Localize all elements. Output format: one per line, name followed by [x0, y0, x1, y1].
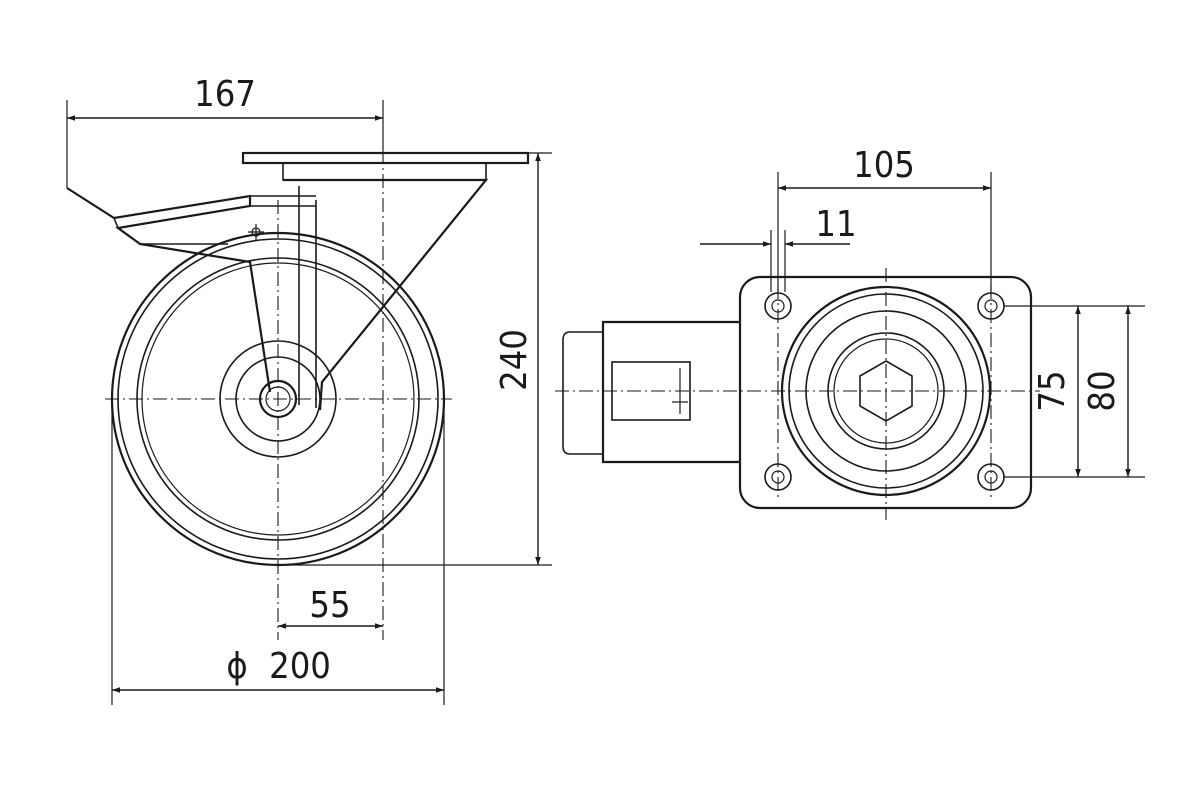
side-view: 167 240 55 ϕ 200	[66, 74, 552, 705]
top-plate	[241, 151, 530, 181]
dimension-240: 240	[494, 153, 541, 565]
dimension-167-label: 167	[194, 74, 256, 115]
dimension-167: 167	[67, 74, 383, 121]
diameter-symbol: ϕ	[226, 646, 247, 687]
top-view: 105 11 75 80	[555, 145, 1145, 520]
brake-housing	[562, 320, 740, 464]
side-center-lines	[105, 150, 452, 640]
fork-leg	[250, 178, 489, 411]
dimension-11-label: 11	[815, 204, 856, 245]
dimension-200-label: 200	[269, 646, 331, 687]
dimension-11: 11	[700, 204, 857, 247]
brake-pedal	[66, 187, 272, 393]
dimension-105: 105	[778, 145, 991, 191]
dimension-75-label: 75	[1032, 370, 1073, 411]
top-extension-lines	[770, 172, 1145, 478]
dimension-80-label: 80	[1082, 370, 1123, 411]
dimension-diameter-200: ϕ 200	[112, 646, 444, 693]
top-center-lines	[555, 268, 1040, 520]
dimension-80: 80	[1082, 306, 1131, 477]
dimension-55-label: 55	[309, 585, 350, 626]
dimension-105-label: 105	[853, 145, 915, 186]
dimension-75: 75	[1032, 306, 1081, 477]
dimension-240-label: 240	[494, 329, 535, 391]
dimension-55: 55	[278, 585, 383, 629]
